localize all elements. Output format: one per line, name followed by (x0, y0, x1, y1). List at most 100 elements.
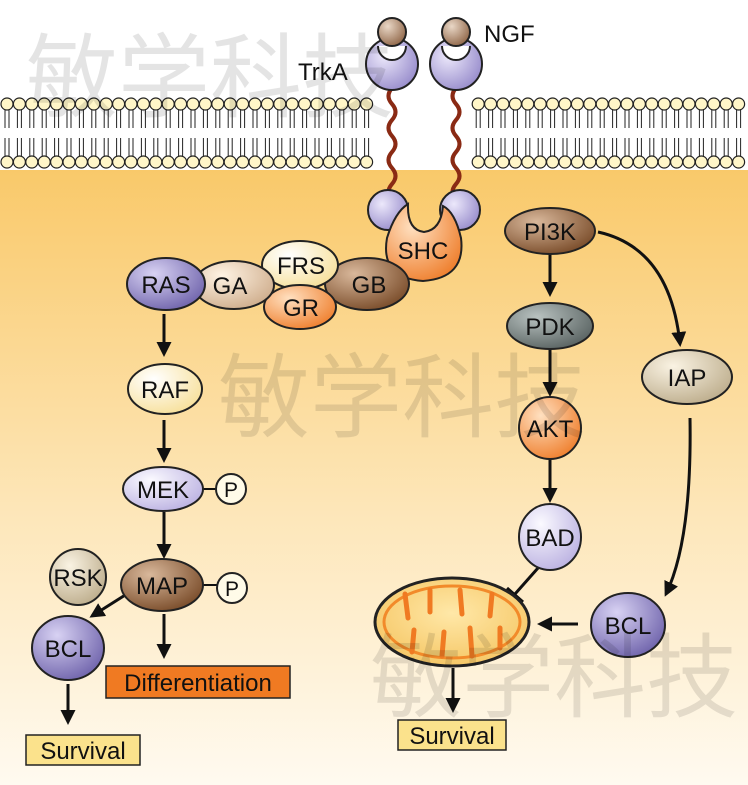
adaptor-complex: GB FRS GR GA RAS (126, 240, 410, 330)
lipid-head (186, 97, 200, 111)
lipid-head (521, 97, 535, 111)
lipid-head (719, 155, 733, 169)
lipid-head (236, 97, 250, 111)
lipid-head (236, 155, 250, 169)
bcl-right-node: BCL (590, 592, 666, 658)
lipid-head (558, 155, 572, 169)
trka-receptor (365, 17, 483, 231)
lipid-head (124, 155, 138, 169)
raf-node: RAF (127, 363, 203, 415)
lipid-head (124, 97, 138, 111)
lipid-head (731, 155, 746, 169)
lipid-head (533, 97, 547, 111)
lipid-head (657, 97, 671, 111)
lipid-head (645, 155, 659, 169)
lipid-head (285, 97, 299, 111)
lipid-head (74, 155, 89, 169)
lipid-head (49, 155, 64, 169)
lipid-head (0, 155, 14, 169)
pdk-node: PDK (506, 302, 594, 350)
lipid-head (87, 155, 101, 169)
receptor-tail-right (450, 86, 462, 202)
lipid-head (322, 97, 336, 111)
arrow-iap-bcl (664, 417, 692, 597)
svg-text:Survival: Survival (409, 723, 494, 750)
trka-label: TrkA (298, 59, 348, 86)
lipid-head (682, 97, 696, 111)
inhibit-bad-mito (513, 567, 540, 595)
lipid-head (161, 97, 175, 111)
lipid-head (707, 155, 721, 169)
shc-label: SHC (398, 238, 449, 265)
lipid-head (632, 97, 647, 111)
lipid-head (496, 155, 510, 169)
bad-node: BAD (518, 503, 582, 571)
lipid-head (49, 97, 64, 111)
lipid-head (198, 155, 212, 169)
iap-node: IAP (641, 349, 733, 405)
svg-text:FRS: FRS (277, 253, 325, 280)
lipid-head (111, 97, 126, 111)
lipid-head (347, 97, 361, 111)
lipid-head (136, 97, 150, 111)
svg-text:GB: GB (352, 272, 387, 299)
svg-text:MAP: MAP (136, 573, 188, 600)
svg-text:RSK: RSK (53, 565, 102, 592)
lipid-head (260, 97, 274, 111)
lipid-head (322, 155, 336, 169)
svg-text:BAD: BAD (525, 525, 574, 552)
lipid-head (335, 97, 349, 111)
phospho-map (216, 572, 248, 604)
lipid-head (471, 97, 485, 111)
svg-text:GR: GR (283, 295, 319, 322)
lipid-head (583, 97, 597, 111)
svg-text:P: P (225, 578, 239, 601)
lipid-head (471, 155, 485, 169)
ga-node: GA (193, 260, 275, 310)
gr-node: GR (263, 284, 337, 330)
lipid-head (570, 155, 585, 169)
lipid-head (273, 155, 287, 169)
svg-text:RAF: RAF (141, 377, 189, 404)
lipid-head (657, 155, 671, 169)
lipid-head (12, 97, 26, 111)
lipid-head (161, 155, 175, 169)
ngf-ligand-left (377, 17, 407, 47)
lipid-head (484, 155, 498, 169)
bcl-left-node: BCL (31, 615, 105, 681)
lipid-head (570, 97, 585, 111)
lipid-head (583, 155, 597, 169)
lipid-head (484, 97, 498, 111)
lipid-head (198, 97, 212, 111)
svg-text:RAS: RAS (141, 272, 190, 299)
lipid-head (645, 97, 659, 111)
svg-text:Survival: Survival (40, 738, 125, 765)
shc-shape (385, 202, 463, 283)
lipid-head (669, 155, 684, 169)
lipid-head (694, 97, 709, 111)
lipid-head (285, 155, 299, 169)
svg-text:BCL: BCL (605, 613, 652, 640)
shc-adaptor: SHC (385, 202, 463, 283)
akt-node: AKT (518, 396, 582, 460)
lipid-head (248, 155, 262, 169)
lipid-head (347, 155, 361, 169)
lipid-head (99, 97, 113, 111)
lipid-head (211, 155, 225, 169)
svg-text:MEK: MEK (137, 477, 189, 504)
ligand-pocket-left (377, 45, 407, 61)
ngf-label: NGF (484, 21, 535, 48)
lipid-head (149, 97, 163, 111)
ras-node: RAS (126, 257, 206, 311)
lipid-head (136, 155, 150, 169)
arrow-pi3k-iap (597, 230, 687, 347)
svg-text:P: P (224, 479, 238, 502)
lipid-head (682, 155, 696, 169)
lipid-head (149, 155, 163, 169)
ligand-pocket-right (441, 45, 471, 61)
lipid-head (595, 155, 609, 169)
survival-right-box: Survival (397, 719, 507, 751)
lipid-head (694, 155, 709, 169)
lipid-head (508, 97, 523, 111)
map-node: MAP P (120, 558, 248, 612)
